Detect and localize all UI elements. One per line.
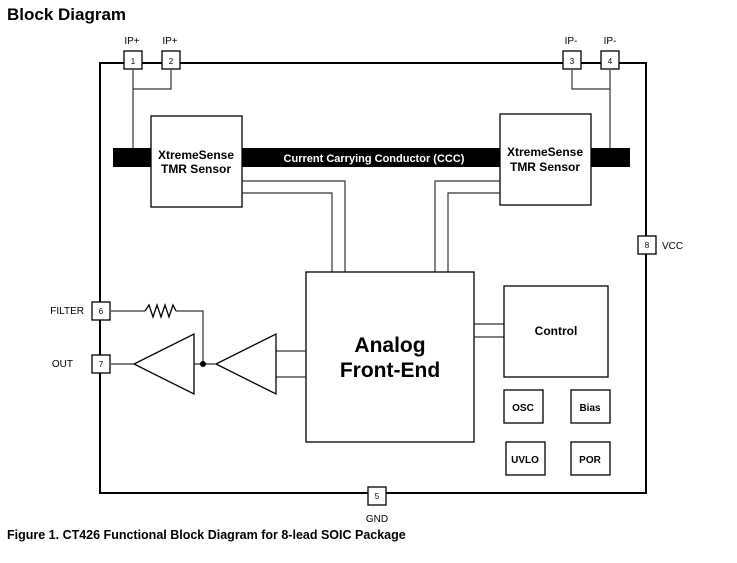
por-label: POR [579,455,601,466]
pin-4: 4 IP- [600,36,620,70]
pin-1-label: IP+ [124,36,139,47]
output-wiring [111,310,216,365]
pin-3: 3 IP- [562,36,582,70]
pin-5-number: 5 [375,492,380,501]
pin-3-label: IP- [565,36,578,47]
afe-buffer-bus [276,350,306,378]
uvlo-label: UVLO [511,455,539,466]
pin-7-label: OUT [52,359,73,370]
tmr-sensor-left-line1: XtremeSense [158,148,234,162]
bias-block [570,389,611,424]
pin-1: 1 IP+ [123,36,143,70]
ip-minus-wires [571,70,611,150]
pin-8-label: VCC [662,241,683,252]
afe-line2: Front-End [340,359,440,382]
tmr-sensor-right [499,113,592,206]
osc-block [503,389,544,424]
pin-4-number: 4 [608,57,613,66]
uvlo-block [505,441,546,476]
pin-2-label: IP+ [162,36,177,47]
pin-3-number: 3 [570,57,575,66]
afe-line1: Analog [354,334,425,357]
tmr-sensor-right-line1: XtremeSense [507,145,583,159]
afe-control-bus [474,323,504,338]
pin-6: 6 FILTER [50,301,111,321]
tmr-sensor-right-line2: TMR Sensor [510,160,580,174]
tmr-sensor-left-line2: TMR Sensor [161,162,231,176]
osc-label: OSC [512,403,534,414]
tmr-sensor-left [150,115,243,208]
pin-5-label: GND [366,514,388,525]
analog-front-end [305,271,475,443]
pin-7: 7 OUT [52,354,111,374]
pin-4-label: IP- [604,36,617,47]
conductor-label: Current Carrying Conductor (CCC) [284,153,465,165]
figure-caption: Figure 1. CT426 Functional Block Diagram… [7,528,406,542]
filter-resistor-icon [144,302,177,320]
pin-7-number: 7 [99,360,104,369]
pin-6-label: FILTER [50,306,84,317]
pin-2-number: 2 [169,57,174,66]
output-amplifier-icon [132,332,195,396]
por-block [570,441,611,476]
block-diagram-heading: Block Diagram [7,5,127,24]
bias-label: Bias [579,403,601,414]
pin-5: 5 GND [366,486,388,525]
control-label: Control [535,324,578,338]
pin-1-number: 1 [131,57,136,66]
sensor-afe-bus [242,180,500,272]
ip-plus-wires [132,70,172,150]
junction-dot [200,361,206,367]
buffer-amplifier-icon [214,332,277,396]
control-block [503,285,609,378]
pin-6-number: 6 [99,307,104,316]
pin-2: 2 IP+ [161,36,181,70]
pin-8: 8 VCC [637,235,683,255]
pin-8-number: 8 [645,241,650,250]
